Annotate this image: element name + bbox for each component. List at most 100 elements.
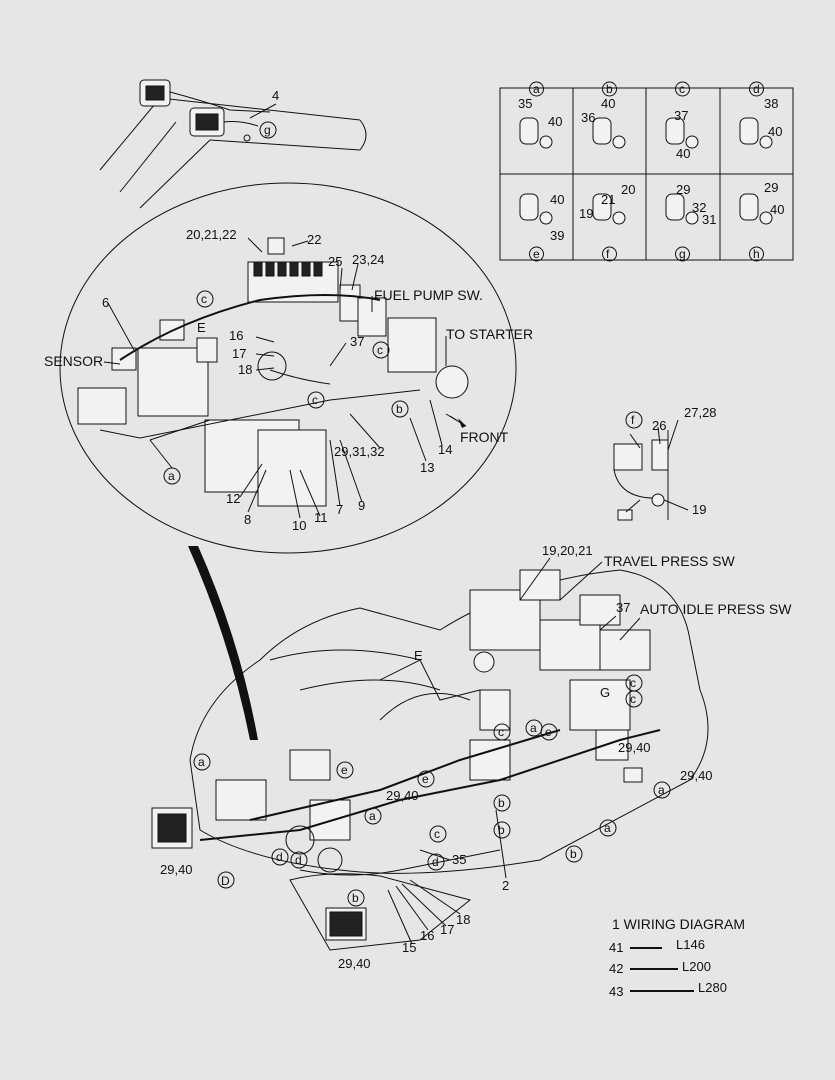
detail-nut-g [685, 211, 699, 225]
detail-letter-g: g [679, 247, 686, 261]
callout-18-b: 18 [456, 912, 470, 927]
callout-29-40-a: 29,40 [618, 740, 651, 755]
detail-letter-e: e [533, 247, 540, 261]
marker-g-top-label: g [264, 123, 271, 137]
label-front: FRONT [460, 429, 509, 445]
relay [339, 284, 361, 322]
m-a3: a [604, 821, 611, 835]
callout-29-40-d: 29,40 [160, 862, 193, 877]
callout-37-main: 37 [616, 600, 630, 615]
callout-17-b: 17 [440, 922, 454, 937]
callout-29-40-e: 29,40 [338, 956, 371, 971]
callout-26: 26 [652, 418, 666, 433]
detail-marker-f [602, 246, 617, 262]
detail-nut-d [759, 135, 773, 149]
callout-23-24: 23,24 [352, 252, 385, 267]
detail-g-part-31: 31 [702, 212, 716, 227]
connector-bundle [387, 317, 437, 373]
m-d3: d [432, 855, 439, 869]
label-to-starter: TO STARTER [446, 326, 533, 342]
callout-29-40-c: 29,40 [386, 788, 419, 803]
legend-title: 1 WIRING DIAGRAM [612, 916, 745, 932]
detail-letter-f: f [606, 247, 610, 261]
marker-c-2: c [377, 343, 383, 357]
detail-part-g [665, 193, 685, 221]
callout-17: 17 [232, 346, 246, 361]
m-c4: c [630, 692, 636, 706]
m-e1: e [341, 763, 348, 777]
callout-12: 12 [226, 491, 240, 506]
callout-29-31-32: 29,31,32 [334, 444, 385, 459]
detail-marker-a [529, 81, 544, 97]
m-c1: c [434, 827, 440, 841]
callout-14: 14 [438, 442, 452, 457]
legend-num-42: 42 [609, 961, 623, 976]
callout-27-28: 27,28 [684, 405, 717, 420]
callout-15: 15 [402, 940, 416, 955]
detail-nut-b [612, 135, 626, 149]
label-auto-idle-press-sw: AUTO IDLE PRESS SW [640, 601, 792, 617]
legend-code-43: L280 [698, 980, 727, 995]
callout-19: 19 [692, 502, 706, 517]
detail-letter-h: h [753, 247, 760, 261]
m-b1: b [498, 796, 505, 810]
callout-16: 16 [229, 328, 243, 343]
work-lamp-assembly [99, 79, 367, 209]
battery-2 [257, 429, 327, 507]
label-travel-press-sw: TRAVEL PRESS SW [604, 553, 735, 569]
callout-37: 37 [350, 334, 364, 349]
main-letter-markers: a e e a c b b b a a c a e c c d d d b [193, 674, 671, 907]
callout-25: 25 [328, 254, 342, 269]
callout-9: 9 [358, 498, 365, 513]
legend: 1 WIRING DIAGRAM 41 L146 42 L200 43 L280 [609, 916, 745, 999]
m-b2: b [498, 823, 505, 837]
detail-e-part-39: 39 [550, 228, 564, 243]
detail-marker-g [675, 246, 690, 262]
marker-c-1: c [201, 292, 207, 306]
detail-g-part-29: 29 [676, 182, 690, 197]
detail-nut-h [759, 211, 773, 225]
sensor-box [77, 387, 127, 425]
machine-body [151, 569, 709, 951]
callout-7: 7 [336, 502, 343, 517]
detail-nut-f [612, 211, 626, 225]
starter-connector [435, 365, 469, 399]
callout-29-40-b: 29,40 [680, 768, 713, 783]
detail-d-part-40: 40 [768, 124, 782, 139]
callout-lamp: 4 [272, 88, 279, 103]
detail-a-part-40: 40 [548, 114, 562, 129]
inset-letter-markers: c c c b a [163, 290, 409, 485]
detail-letter-d: d [753, 82, 760, 96]
m-b4: b [352, 891, 359, 905]
detail-marker-e [529, 246, 544, 262]
detail-c-part-40: 40 [676, 146, 690, 161]
inset-components [77, 237, 469, 507]
legend-code-41: L146 [676, 937, 705, 952]
m-a1: a [198, 755, 205, 769]
detail-marker-d [749, 81, 764, 97]
detail-marker-c [675, 81, 690, 97]
detail-part-h [739, 193, 759, 221]
marker-a-1: a [168, 469, 175, 483]
label-sensor: SENSOR [44, 353, 103, 369]
callout-18: 18 [238, 362, 252, 377]
detail-nut-e [539, 211, 553, 225]
m-D [217, 871, 235, 889]
controller-box [137, 347, 209, 417]
right-detail [613, 419, 689, 521]
m-b3: b [570, 847, 577, 861]
detail-grid [499, 87, 794, 261]
label-fuel-pump-sw: FUEL PUMP SW. [374, 287, 483, 303]
detail-b-part-36: 36 [581, 110, 595, 125]
label-E-inset: E [197, 320, 206, 335]
detail-h-part-29: 29 [764, 180, 778, 195]
marker-g-top [259, 121, 277, 139]
marker-f-label: f [631, 413, 635, 427]
m-e2: e [422, 772, 429, 786]
callout-19-20-21: 19,20,21 [542, 543, 593, 558]
callout-2: 2 [502, 878, 509, 893]
detail-d-part-38: 38 [764, 96, 778, 111]
label-G: G [600, 685, 610, 700]
